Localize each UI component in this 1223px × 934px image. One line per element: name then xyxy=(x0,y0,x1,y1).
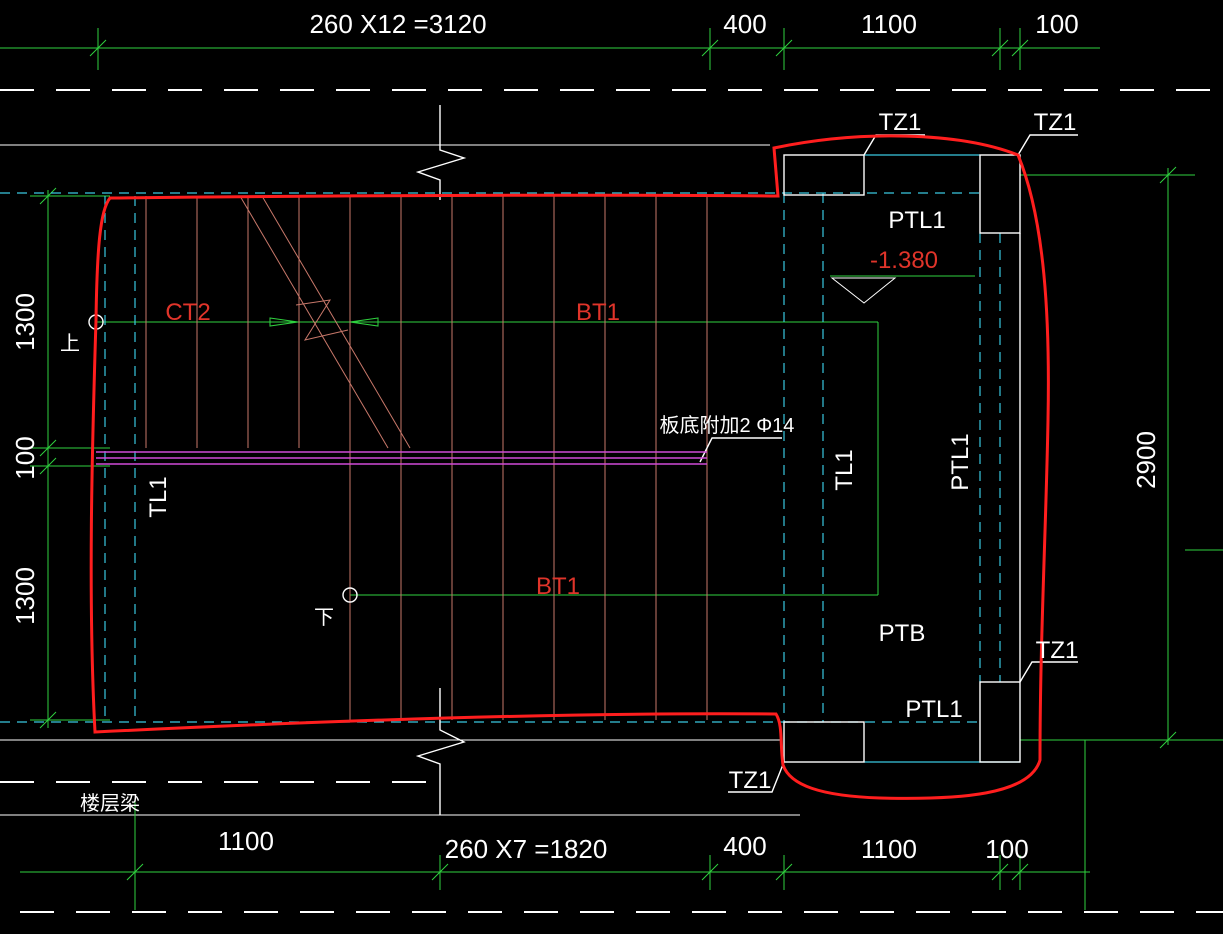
dimension-left-upper: 1300 xyxy=(10,293,40,351)
label-bt1-lower: BT1 xyxy=(536,573,580,600)
markup-outline xyxy=(89,134,1050,800)
label-ct2: CT2 xyxy=(165,299,210,326)
dimension-bottom-left: 1100 xyxy=(218,826,274,856)
dimension-bottom-edge: 100 xyxy=(985,834,1028,864)
label-up-marker: 上 xyxy=(60,332,80,355)
column-tz1-top-left xyxy=(783,154,865,196)
label-bt1-upper: BT1 xyxy=(576,299,620,326)
label-ptl1-top: PTL1 xyxy=(888,207,945,234)
label-tz1-top-left: TZ1 xyxy=(879,109,922,136)
label-rebar-note: 板底附加2 Φ14 xyxy=(660,414,795,437)
label-ptb: PTB xyxy=(879,620,926,647)
label-elevation: -1.380 xyxy=(870,247,938,274)
down-marker-circle xyxy=(342,587,358,603)
break-mark-bottom xyxy=(415,688,466,815)
column-tz1-top-right xyxy=(979,154,1021,234)
dimension-bottom-landing: 1100 xyxy=(861,834,917,864)
axis-lines xyxy=(0,89,1223,913)
label-tz1-bottom-left: TZ1 xyxy=(729,767,772,794)
dimension-right-total: 2900 xyxy=(1131,431,1161,489)
label-down-marker: 下 xyxy=(314,607,334,629)
dimension-top-gap: 400 xyxy=(723,9,766,39)
dimension-left-lower: 1300 xyxy=(10,567,40,625)
dimension-lines xyxy=(0,28,1223,910)
label-tz1-bottom-right: TZ1 xyxy=(1036,637,1079,664)
dimension-top-stairs: 260 X12 =3120 xyxy=(309,9,486,39)
label-tl1-left: TL1 xyxy=(145,476,172,517)
dimension-bottom-gap: 400 xyxy=(723,831,766,861)
rebar-lines xyxy=(96,451,707,465)
label-ptl1-right: PTL1 xyxy=(947,433,974,490)
dimension-top-landing: 1100 xyxy=(861,9,917,39)
break-mark-top xyxy=(415,105,467,200)
label-tz1-top-right: TZ1 xyxy=(1034,109,1077,136)
column-tz1-bottom-left xyxy=(783,721,865,763)
column-tz1-bottom-right xyxy=(979,681,1021,763)
dimension-top-edge: 100 xyxy=(1035,9,1078,39)
label-tl1-middle: TL1 xyxy=(831,449,858,490)
label-floor-beam: 楼层梁 xyxy=(80,792,140,815)
label-ptl1-bottom: PTL1 xyxy=(905,696,962,723)
dimension-left-middle: 100 xyxy=(10,436,40,479)
dimension-bottom-stairs: 260 X7 =1820 xyxy=(445,834,608,864)
